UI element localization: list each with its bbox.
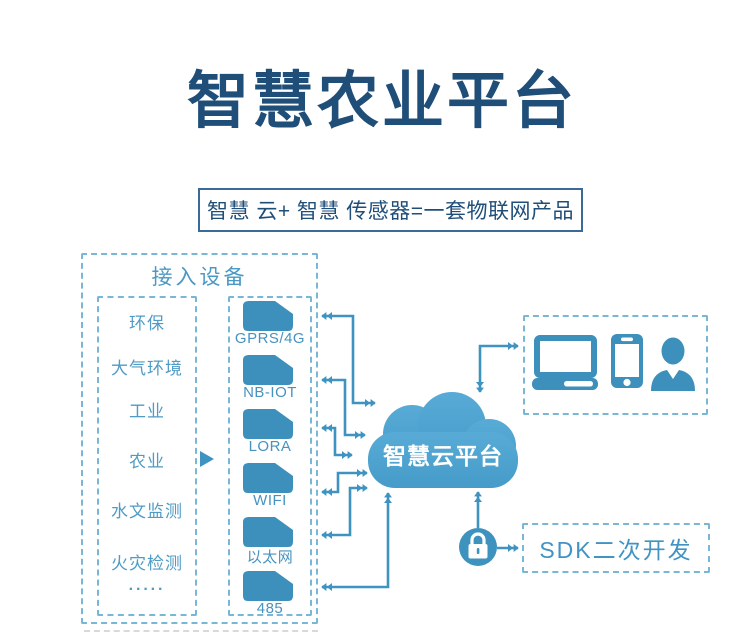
cloud-icon bbox=[368, 392, 518, 488]
application-item: 环保 bbox=[129, 314, 165, 333]
application-item: 农业 bbox=[129, 452, 165, 471]
sim-card-icon bbox=[243, 517, 293, 547]
arrow-lora-cloud bbox=[321, 424, 353, 459]
padlock-icon bbox=[459, 528, 497, 566]
arrow-485-cloud bbox=[321, 492, 392, 591]
arrow-cloud-devices bbox=[476, 342, 519, 393]
arrow-nbiot-cloud bbox=[321, 376, 366, 439]
cloud-label: 智慧云平台 bbox=[383, 443, 503, 469]
arrow-ethernet-cloud bbox=[321, 484, 368, 539]
protocol-label: NB-IOT bbox=[243, 384, 297, 401]
access-devices-panel bbox=[81, 253, 318, 624]
protocol-label: 以太网 bbox=[246, 549, 294, 566]
devices-panel bbox=[523, 315, 708, 415]
protocols-panel bbox=[228, 296, 312, 616]
triangle-right-icon bbox=[200, 451, 214, 467]
protocol-label: GPRS/4G bbox=[234, 330, 306, 347]
arrow-gprs-cloud bbox=[321, 312, 376, 407]
application-item: 火灾检测 bbox=[111, 554, 183, 573]
application-item-ellipsis: ····· bbox=[128, 581, 166, 598]
sim-card-icon bbox=[243, 301, 293, 331]
protocol-label: WIFI bbox=[253, 492, 287, 509]
sim-card-icon bbox=[243, 409, 293, 439]
application-item: 大气环境 bbox=[111, 359, 183, 378]
applications-panel bbox=[97, 296, 197, 616]
user-icon bbox=[651, 337, 695, 391]
subtitle-text: 智慧 云+ 智慧 传感器=一套物联网产品 bbox=[206, 200, 575, 223]
sim-card-icon bbox=[243, 463, 293, 493]
application-item: 工业 bbox=[129, 402, 165, 421]
sim-card-icon bbox=[243, 571, 293, 601]
smartphone-icon bbox=[611, 334, 643, 388]
protocol-label: LORA bbox=[248, 438, 292, 455]
sdk-box: SDK二次开发 bbox=[522, 523, 710, 573]
application-item: 水文监测 bbox=[111, 502, 183, 521]
access-devices-title: 接入设备 bbox=[151, 266, 248, 289]
subtitle-box: 智慧 云+ 智慧 传感器=一套物联网产品 bbox=[198, 188, 583, 232]
laptop-icon bbox=[532, 335, 598, 390]
page-title: 智慧农业平台 bbox=[186, 67, 577, 136]
connection-arrows bbox=[321, 312, 519, 591]
sim-card-icon bbox=[243, 355, 293, 385]
protocol-label: 485 bbox=[256, 600, 284, 617]
divider-line bbox=[84, 630, 318, 632]
sdk-label: SDK二次开发 bbox=[539, 537, 693, 563]
